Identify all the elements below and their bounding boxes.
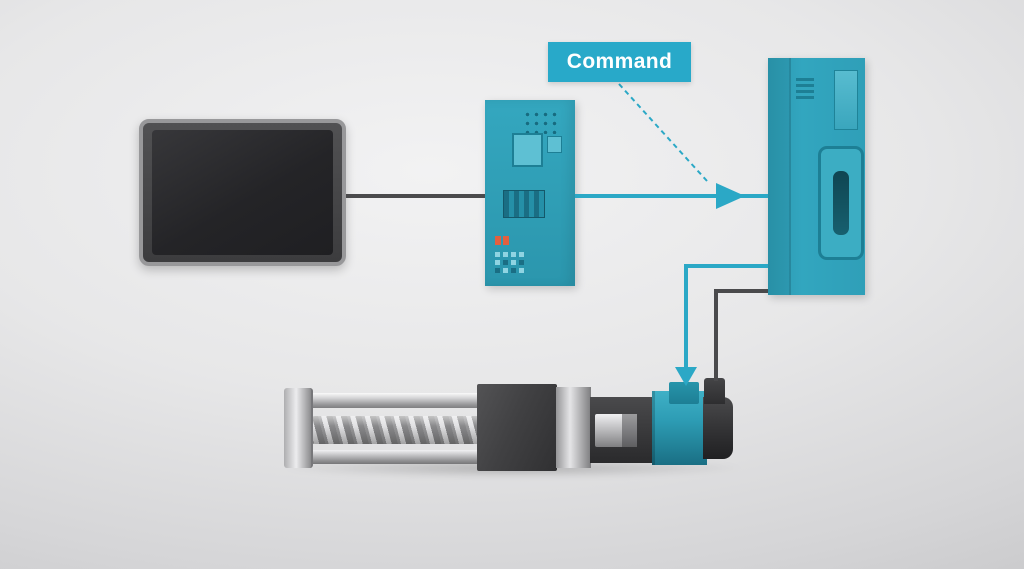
motor-gear-housing <box>590 397 654 463</box>
command-label: Command <box>548 42 691 82</box>
controller-unit <box>485 100 575 286</box>
motor-connector-signal <box>669 382 699 404</box>
motor-rear-cap <box>703 397 733 459</box>
wire-drive-to-motor-signal <box>684 264 768 369</box>
controller-vent-dots <box>521 108 559 134</box>
motor-connector-power <box>704 378 725 404</box>
drive-connector <box>818 146 864 260</box>
drive-connector-slot <box>833 171 849 235</box>
drive-vent-slits <box>796 76 814 99</box>
controller-status-leds <box>495 236 509 245</box>
motor-coupling-end <box>622 414 637 447</box>
controller-dip-switches <box>495 252 500 257</box>
controller-terminal-block <box>503 190 545 218</box>
actuator-lead-screw <box>311 416 481 444</box>
command-callout-line <box>618 83 708 182</box>
actuator-end-plate <box>284 388 313 468</box>
servo-drive-unit <box>768 58 865 295</box>
drive-left-panel <box>768 58 791 295</box>
monitor-screen <box>152 130 333 255</box>
actuator-bearing-block <box>556 387 591 468</box>
wire-drive-to-motor-power <box>714 289 768 381</box>
hmi-monitor <box>139 119 346 266</box>
controller-display-small <box>547 136 562 153</box>
drive-top-panel <box>834 70 858 130</box>
command-label-text: Command <box>566 50 673 73</box>
command-arrowhead-icon <box>716 183 745 209</box>
controller-display <box>512 133 543 167</box>
actuator-carriage <box>477 384 557 471</box>
